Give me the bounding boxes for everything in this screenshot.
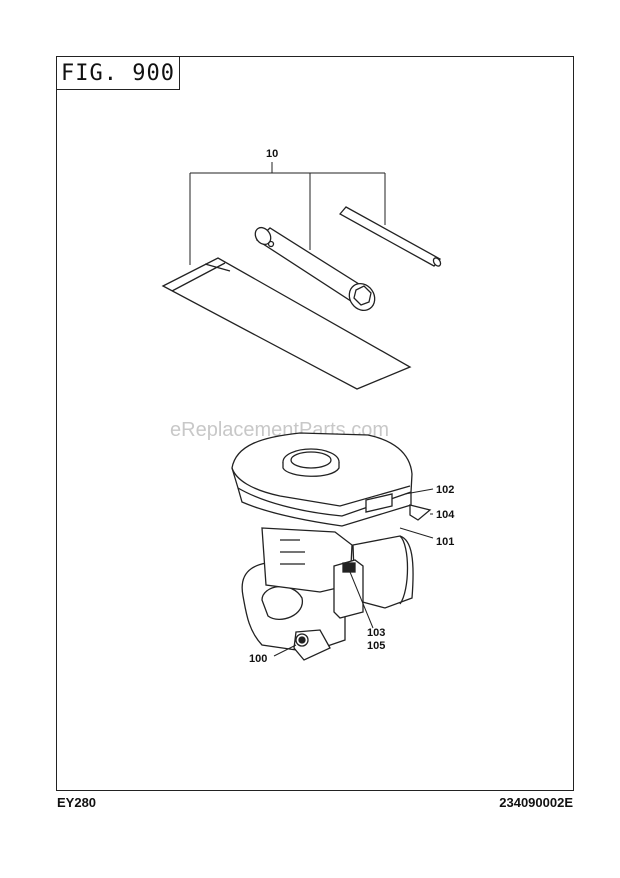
tommy-bar (338, 206, 442, 267)
callout-102: 102 (436, 484, 454, 496)
spark-plug-wrench (254, 226, 376, 312)
callout-101: 101 (436, 536, 454, 548)
callout-100: 100 (249, 653, 267, 665)
model-number: EY280 (57, 795, 97, 810)
engine-assembly (231, 432, 432, 661)
document-number: 234090002E (499, 795, 573, 810)
callout-10: 10 (266, 148, 278, 160)
leader-lines (273, 488, 434, 657)
tool-bag (161, 257, 412, 390)
kit-bracket (189, 162, 386, 265)
callout-104: 104 (436, 509, 455, 521)
callout-103: 103 (367, 627, 385, 639)
callout-105: 105 (367, 640, 385, 652)
figure-label: FIG. 900 (56, 56, 180, 90)
drawing-frame (56, 56, 574, 791)
